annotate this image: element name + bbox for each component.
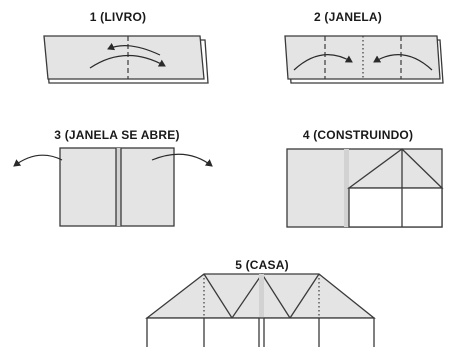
- fold-right-arrow: [89, 54, 166, 69]
- step-1-label: 1 (LIVRO): [89, 10, 147, 24]
- step-3-label: 3 (JANELA SE ABRE): [54, 128, 180, 142]
- fold-in-right-arrow: [373, 54, 433, 71]
- fold-left-arrow: [107, 42, 161, 56]
- house-wall: [146, 317, 375, 347]
- step-5-label: 5 (CASA): [235, 258, 289, 272]
- center-seam: [116, 148, 121, 226]
- open-right-arrow: [151, 153, 213, 167]
- step-4-building-illustration: [286, 148, 444, 228]
- house-wall: [348, 187, 443, 228]
- fold-in-left-arrow: [293, 54, 353, 71]
- step-2-window-illustration: [284, 35, 444, 84]
- step-5-house-illustration: [145, 272, 376, 347]
- book-front-sheet: [43, 35, 205, 80]
- step-4-label: 4 (CONSTRUINDO): [302, 128, 414, 142]
- step-2-label: 2 (JANELA): [313, 10, 383, 24]
- step-3-window-opens-illustration: [13, 147, 213, 227]
- open-left-arrow: [13, 154, 63, 167]
- building-seam: [344, 149, 349, 227]
- step-1-book-illustration: [43, 35, 209, 84]
- house-center-seam: [259, 274, 264, 347]
